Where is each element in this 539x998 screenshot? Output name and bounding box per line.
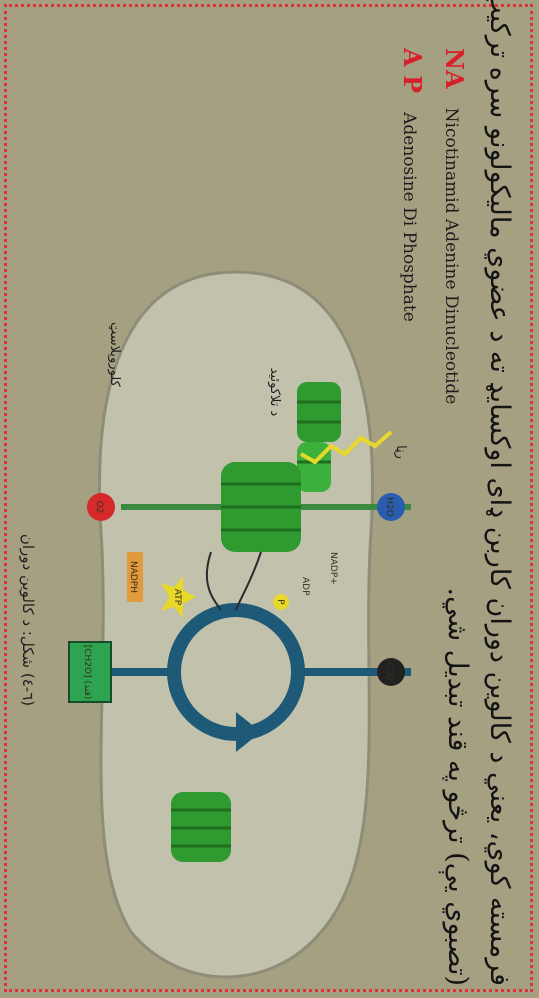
abbreviation-short: A P <box>398 48 427 93</box>
chloroplast-label: کلوروپلاسټ <box>107 322 122 388</box>
nadp-label: NADP+ <box>328 552 338 585</box>
thylakoid-label: د تلاکوئيد <box>267 368 282 417</box>
abbreviation-full: Nicotinamid Adenine Dinucleotide <box>441 108 461 405</box>
body-text-line-1: فرمسته کوي، يعني د کالوين دوران کاربن ډا… <box>484 0 515 986</box>
abbreviation-nad: NA Nicotinamid Adenine Dinucleotide <box>440 48 469 404</box>
adp-label: ADP <box>300 577 310 596</box>
abbreviation-short: NA <box>440 48 469 89</box>
atp-label: ATP <box>172 589 182 606</box>
thylakoid-stack-center <box>221 462 301 552</box>
sugar-product-label: [CH2O] (قند) <box>82 645 92 700</box>
co2-molecule-label: CO2 <box>384 662 394 681</box>
calvin-cycle-diagram: رڼا د تلاکوئيد H2O O2 CO2 [CH2O] (قند) N… <box>61 232 411 990</box>
thylakoid-stack-right <box>171 792 231 862</box>
body-text-line-2: (تصبوي يې) ترڅو په قند تبديل شي. <box>442 587 473 986</box>
water-molecule-label: H2O <box>384 497 394 517</box>
nadph-label: NADPH <box>128 561 138 593</box>
oxygen-molecule-label: O2 <box>94 501 104 514</box>
figure-caption: (٦-٤) شکل: د کالوين دوران <box>19 480 37 760</box>
phosphate-label: P <box>275 599 285 605</box>
light-label: رڼا <box>393 445 408 459</box>
chloroplast-membrane <box>100 272 373 977</box>
